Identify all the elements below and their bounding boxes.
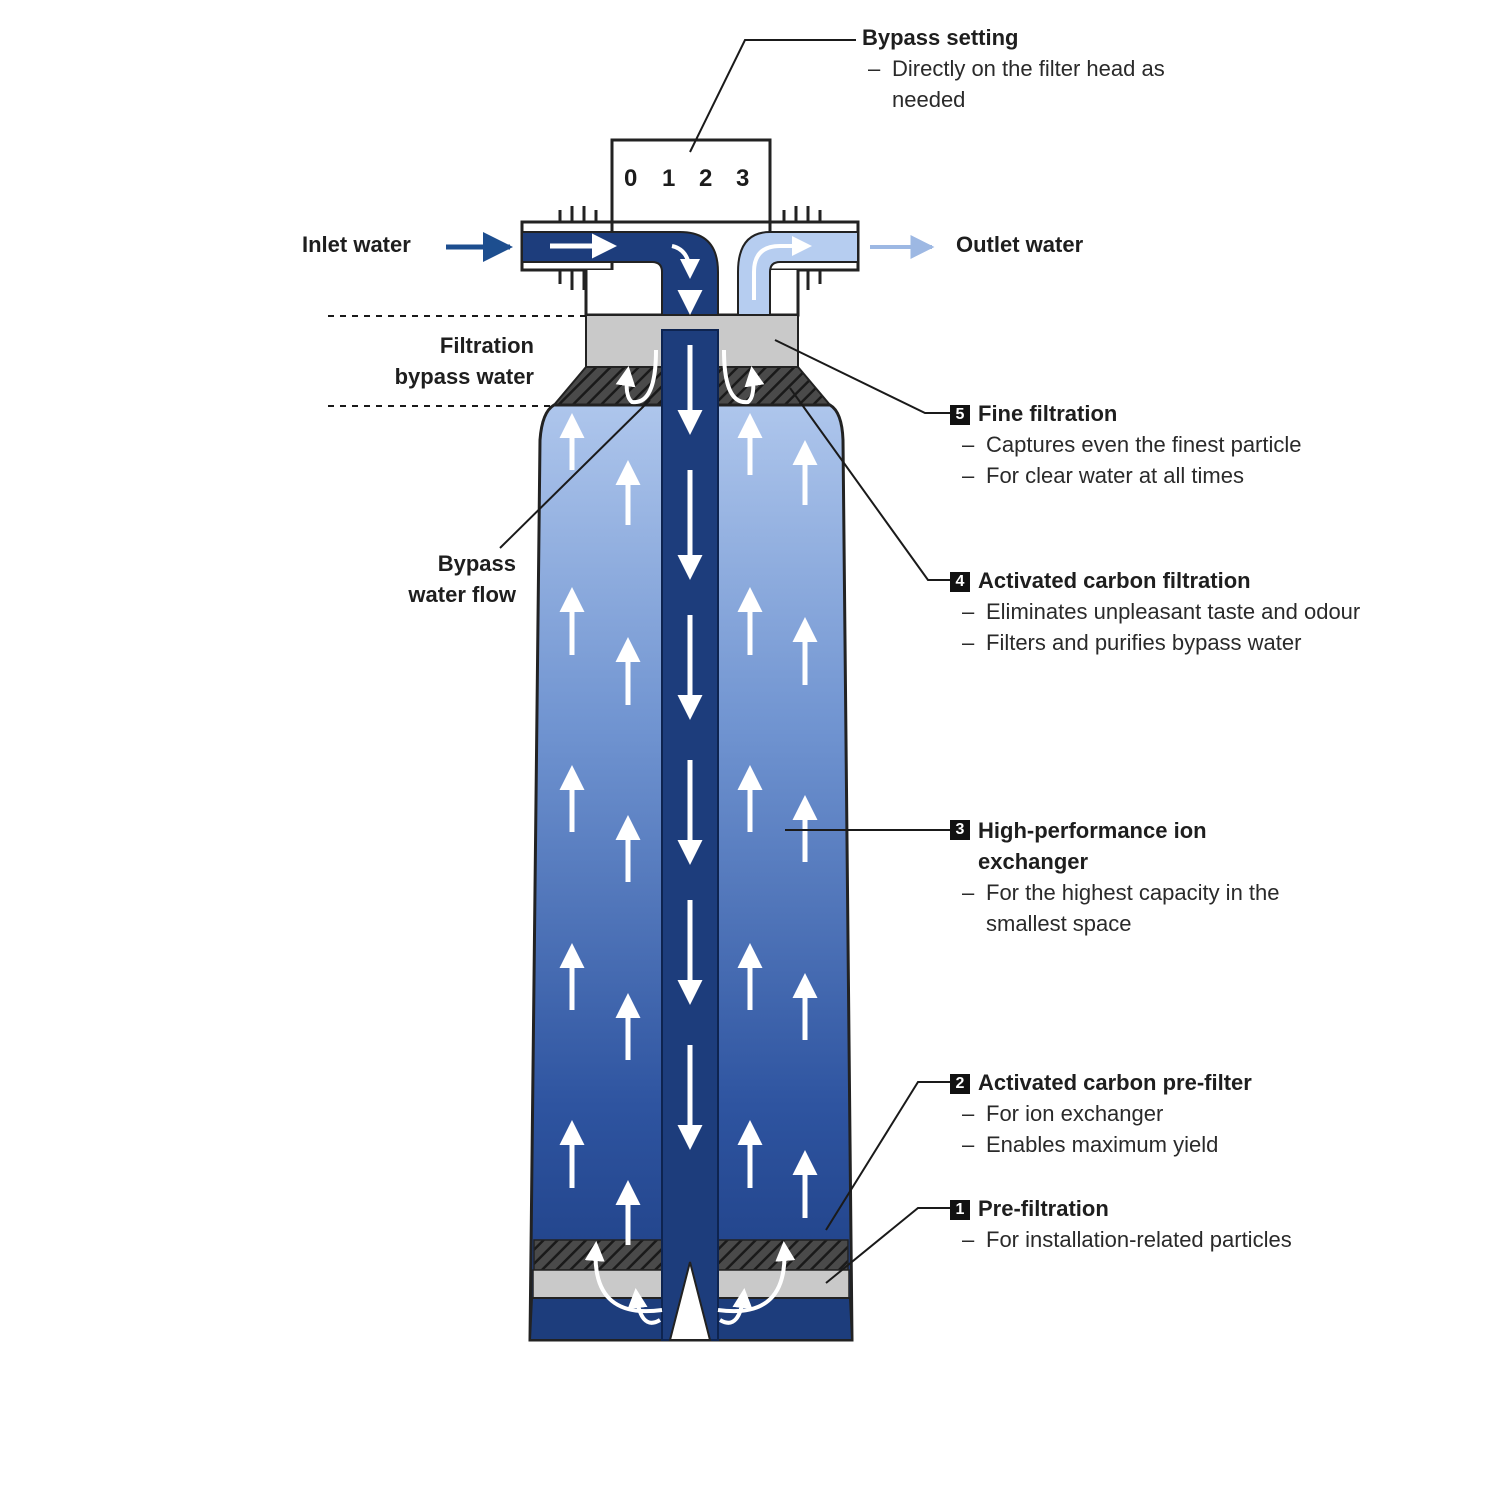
stage-3-bullet-1: For the highest capacity in the smallest… [956,877,1350,939]
stage-1-title: Pre-filtration [978,1196,1109,1221]
inlet-label: Inlet water [302,232,411,257]
stage-2-bullet-1: For ion exchanger [956,1098,1370,1129]
stage-3-title: High-performance ion exchanger [978,818,1207,874]
bypass-setting-title: Bypass setting [862,25,1019,50]
bypass-dial-3: 3 [736,165,750,192]
stage-3-callout: 3 High-performance ion exchanger For the … [950,815,1350,939]
stage-2-title: Activated carbon pre-filter [978,1070,1252,1095]
filtration-bypass-label: Filtration bypass water [394,333,534,389]
stage-4-title: Activated carbon filtration [978,568,1251,593]
stage-3-number: 3 [950,820,970,840]
stage-4-bullet-2: Filters and purifies bypass water [956,627,1370,658]
up-flow-arrows [559,413,818,1245]
outlet-label: Outlet water [956,232,1084,257]
stage-1-number: 1 [950,1200,970,1220]
stage-5-bullet-1: Captures even the finest particle [956,429,1370,460]
bypass-setting-bullet: Directly on the filter head as needed [862,53,1222,115]
stage-5-number: 5 [950,405,970,425]
stage-5-title: Fine filtration [978,401,1118,426]
stage-4-callout: 4 Activated carbon filtration Eliminates … [950,565,1370,658]
stage-2-number: 2 [950,1074,970,1094]
stage-2-bullet-2: Enables maximum yield [956,1129,1370,1160]
bypass-dial-0: 0 [624,165,638,192]
stage-4-number: 4 [950,572,970,592]
bypass-dial-2: 2 [699,165,713,192]
stage-1-bullet-1: For installation-related particles [956,1224,1370,1255]
bypass-flow-label: Bypass water flow [408,551,516,607]
stage-4-bullet-1: Eliminates unpleasant taste and odour [956,596,1370,627]
stage-1-callout: 1 Pre-filtration For installation-related… [950,1193,1370,1255]
leader-lines [328,39,950,1284]
stage-5-callout: 5 Fine filtration Captures even the fines… [950,398,1370,491]
stage-2-callout: 2 Activated carbon pre-filter For ion exc… [950,1067,1370,1160]
bypass-dial-1: 1 [662,165,676,192]
bypass-setting-callout: Bypass setting Directly on the filter he… [862,22,1222,115]
stage-5-bullet-2: For clear water at all times [956,460,1370,491]
